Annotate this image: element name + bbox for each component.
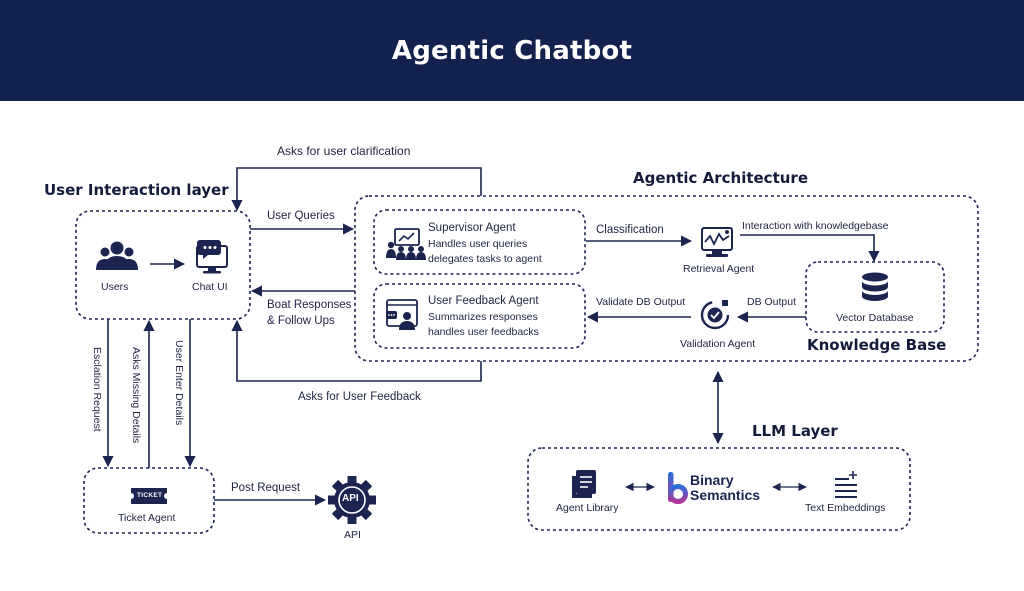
label-interaction-kb: Interaction with knowledgebase [742,220,889,232]
label-asks-clarification: Asks for user clarification [277,144,411,158]
validation-icon [700,300,730,330]
label-asks-feedback: Asks for User Feedback [298,391,421,403]
ticket-icon [131,488,167,504]
brand-line1: Binary [690,472,734,488]
supervisor-icon [386,228,426,260]
api-gear-text: API [342,493,359,504]
header-bar: Agentic Chatbot [0,0,1024,101]
label-post-request: Post Request [231,482,301,494]
vector-database-label: Vector Database [836,312,914,324]
label-classification: Classification [596,224,664,236]
feedback-title: User Feedback Agent [428,295,539,307]
agent-library-label: Agent Library [556,502,619,514]
users-icon [96,241,138,270]
label-boat-responses-1: Boat Responses [267,299,352,311]
text-embeddings-label: Text Embeddings [805,502,886,514]
user-interaction-heading: User Interaction layer [44,181,229,199]
api-gear-icon [328,476,376,524]
user-interaction-box [75,210,251,320]
label-escalation: Esclation Request [91,347,103,432]
agentic-architecture-heading: Agentic Architecture [633,169,808,187]
agent-library-icon [572,470,596,498]
api-label: API [344,529,361,541]
arrow-asks-feedback [231,319,482,382]
label-db-output: DB Output [747,296,797,308]
label-user-enter: User Enter Details [173,340,185,426]
supervisor-title: Supervisor Agent [428,222,516,234]
feedback-line2: handles user feedbacks [428,326,539,338]
ticket-text: TICKET [137,492,163,499]
chat-ui-label: Chat UI [192,281,228,293]
text-embeddings-icon [835,471,857,498]
llm-layer-box [527,447,911,531]
feedback-icon [386,299,418,330]
llm-layer-heading: LLM Layer [752,422,838,440]
supervisor-line2: delegates tasks to agent [428,253,542,265]
arrow-interaction-kb [740,234,880,263]
brand-line2: Semantics [690,487,761,503]
retrieval-agent-label: Retrieval Agent [683,263,755,275]
validation-agent-label: Validation Agent [680,338,756,350]
database-icon [862,272,888,302]
label-validate-db: Validate DB Output [596,296,686,308]
page-title: Agentic Chatbot [391,35,633,66]
arrow-asks-clarification [231,167,482,212]
label-user-queries: User Queries [267,210,335,222]
label-boat-responses-2: & Follow Ups [267,315,335,327]
brand-logo-icon [668,472,688,504]
supervisor-line1: Handles user queries [428,238,528,250]
agentic-architecture-box [354,195,979,362]
ticket-agent-label: Ticket Agent [118,512,176,524]
users-label: Users [101,281,129,293]
retrieval-icon [701,227,733,257]
feedback-line1: Summarizes responses [428,311,538,323]
knowledge-base-heading: Knowledge Base [807,336,947,354]
chat-ui-icon [196,240,228,274]
label-asks-missing: Asks Missing Details [130,347,142,444]
